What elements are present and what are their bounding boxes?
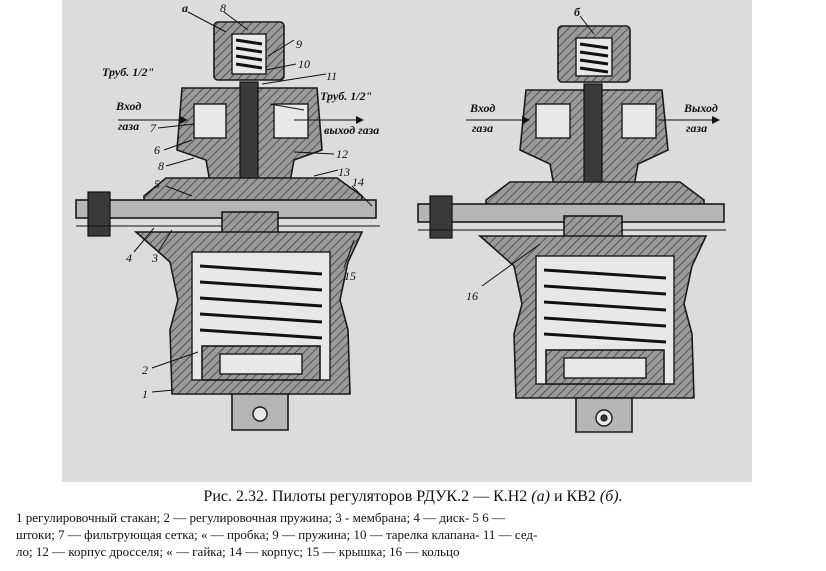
inlet-port-a: [193, 103, 227, 139]
pipe-in-a-label: Труб. 1/2": [102, 65, 154, 79]
regulating-spring-a: [199, 264, 323, 340]
bolt-head-a: [87, 191, 111, 237]
part-3-label: 3: [151, 251, 158, 265]
pilot-b: б Вход газа Выход газа 16: [417, 5, 726, 433]
gas-out-b-label-2: газа: [686, 121, 707, 135]
gas-out-b-label-1: Выход: [683, 101, 718, 115]
legend-line-3: ло; 12 — корпус дросселя; « — гайка; 14 …: [16, 544, 460, 559]
part-14-label: 14: [352, 175, 364, 189]
gas-in-b-label-2: газа: [472, 121, 493, 135]
part-2-label: 2: [142, 363, 148, 377]
legend-line-1: 1 регулировочный стакан; 2 — регулировоч…: [16, 510, 506, 525]
part-11-label: 11: [326, 69, 337, 83]
regulating-spring-b: [543, 268, 667, 344]
gas-in-b-label-1: Вход: [469, 101, 495, 115]
figure-caption: Рис. 2.32. Пилоты регуляторов РДУК.2 — К…: [0, 488, 826, 506]
part-12-label: 12: [336, 147, 348, 161]
part-8-label: 8: [220, 1, 226, 15]
bolt-head-b: [429, 195, 453, 239]
part-4-label: 4: [126, 251, 132, 265]
technical-figure: а 8 9 10 11 Труб. 1/2" Труб. 1/2" Вход г…: [62, 0, 752, 482]
gas-in-a-label-2: газа: [118, 119, 139, 133]
view-a-label: а: [182, 1, 188, 15]
part-16-label: 16: [466, 289, 478, 303]
part-10-label: 10: [298, 57, 310, 71]
part-9-label: 9: [296, 37, 302, 51]
pilot-drawing: а 8 9 10 11 Труб. 1/2" Труб. 1/2" Вход г…: [75, 1, 726, 433]
caption-mark-a: (а): [531, 488, 550, 505]
caption-prefix: Рис. 2.32. Пилоты регуляторов РДУК.2 — К…: [203, 488, 528, 505]
part-15-label: 15: [344, 269, 356, 283]
part-8b-label: 8: [158, 159, 164, 173]
caption-mark-b: (б).: [599, 488, 623, 505]
pilot-a: а 8 9 10 11 Труб. 1/2" Труб. 1/2" Вход г…: [75, 1, 380, 431]
caption-and: и КВ2: [553, 488, 596, 505]
figure-legend: 1 регулировочный стакан; 2 — регулировоч…: [16, 509, 816, 560]
stem-b: [583, 83, 603, 187]
outlet-port-a: [273, 103, 309, 139]
pipe-out-a-label: Труб. 1/2": [320, 89, 372, 103]
legend-line-2: штоки; 7 — фильтрующая сетка; « — пробка…: [16, 527, 538, 542]
stem-a: [239, 81, 259, 183]
part-1-label: 1: [142, 387, 148, 401]
gas-in-a-label-1: Вход: [115, 99, 141, 113]
gas-out-a-label: выход газа: [324, 123, 379, 137]
view-b-label: б: [574, 5, 581, 19]
part-13-label: 13: [338, 165, 350, 179]
part-7-label: 7: [150, 121, 157, 135]
part-5-label: 5: [154, 177, 160, 191]
part-6-label: 6: [154, 143, 160, 157]
